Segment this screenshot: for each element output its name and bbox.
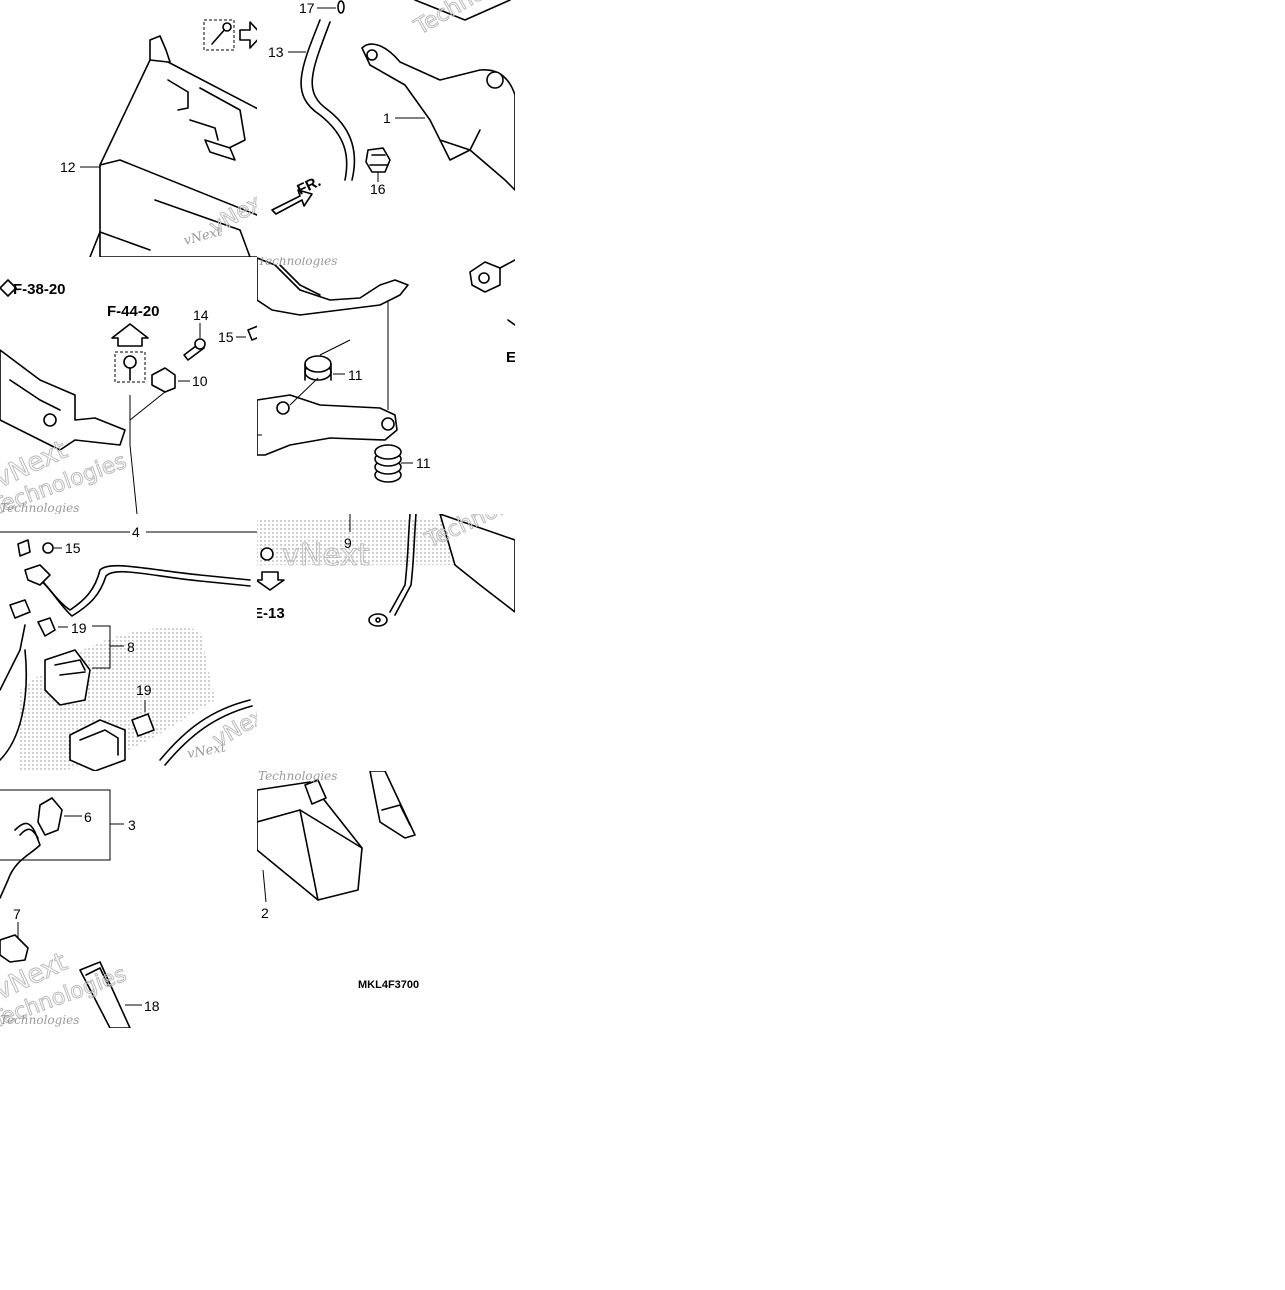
ref-e: E bbox=[506, 349, 516, 366]
bolt-icon bbox=[211, 27, 227, 45]
screw-box-outline bbox=[114, 351, 146, 383]
nut-15 bbox=[42, 542, 54, 554]
battery-terminal bbox=[304, 779, 327, 805]
cushion-part bbox=[208, 262, 250, 295]
relay-8 bbox=[44, 649, 91, 706]
callout-2: 2 bbox=[261, 905, 269, 921]
band-part bbox=[369, 771, 416, 839]
connector-part bbox=[17, 539, 31, 557]
callout-17: 17 bbox=[299, 0, 315, 16]
callout-12: 12 bbox=[60, 159, 76, 175]
ground-cable-9 bbox=[389, 514, 411, 613]
clip-7 bbox=[0, 934, 29, 963]
tile-battery-box: 12 vNext vNext bbox=[60, 19, 257, 257]
upper-stay bbox=[257, 257, 409, 316]
callout-3: 3 bbox=[128, 817, 136, 833]
front-arrow-icon bbox=[271, 189, 313, 215]
battery-box-edge bbox=[439, 514, 515, 613]
tile-harness: 4 15 19 8 19 vNext vNext bbox=[0, 524, 277, 771]
battery-cable-3 bbox=[0, 822, 41, 899]
callout-6: 6 bbox=[84, 809, 92, 825]
callout-11: 11 bbox=[348, 367, 363, 383]
tile-stay: 5 11 11 E Technologies bbox=[208, 254, 516, 483]
ref-e-13: E-13 bbox=[253, 605, 285, 622]
callout-11: 11 bbox=[416, 455, 431, 471]
watermark-text: Technologies bbox=[258, 254, 337, 268]
callout-19: 19 bbox=[71, 620, 87, 636]
callout-5: 5 bbox=[238, 427, 246, 443]
clip-17 bbox=[337, 0, 345, 14]
front-label: FR. bbox=[295, 173, 324, 199]
callout-1: 1 bbox=[383, 110, 391, 126]
grommet-11a bbox=[304, 355, 332, 381]
tile-fasteners: F-38-20 F-44-20 14 10 15 vNext Technolog… bbox=[0, 279, 257, 515]
rubber-band-18 bbox=[79, 961, 131, 1028]
ref-diamond-icon bbox=[0, 279, 17, 297]
screw-icon bbox=[123, 355, 137, 369]
watermark-text: Technologies bbox=[0, 1013, 79, 1027]
connector-19b bbox=[131, 713, 155, 737]
bracket-4-part bbox=[0, 349, 126, 451]
arrow-down-icon bbox=[257, 571, 285, 591]
tile-cable-3: 3 6 7 18 vNext Technologies Technologies bbox=[0, 789, 160, 1028]
tile-battery: 2 MKL4F3700 Technologies bbox=[257, 769, 419, 991]
ref-f-38-20: F-38-20 bbox=[13, 281, 66, 298]
callout-14: 14 bbox=[193, 307, 209, 323]
callout-15: 15 bbox=[218, 329, 234, 345]
callout-9: 9 bbox=[344, 535, 352, 551]
callout-4: 4 bbox=[132, 524, 140, 540]
grommet-11b bbox=[374, 444, 402, 483]
callout-18: 18 bbox=[144, 998, 160, 1014]
arrow-right-icon bbox=[239, 21, 257, 49]
watermark-outline: vNext bbox=[282, 538, 370, 573]
callout-13: 13 bbox=[268, 44, 284, 60]
callout-10: 10 bbox=[192, 373, 208, 389]
callout-15: 15 bbox=[65, 540, 81, 556]
ref-f-44-20: F-44-20 bbox=[107, 303, 160, 320]
callout-19: 19 bbox=[136, 682, 152, 698]
clamp-16 bbox=[365, 147, 391, 173]
terminal-cover-6 bbox=[37, 797, 63, 836]
arrow-up-icon bbox=[111, 323, 149, 347]
main-harness bbox=[29, 564, 251, 611]
stay-5 bbox=[257, 394, 398, 456]
diagram-code: MKL4F3700 bbox=[358, 979, 419, 991]
watermark-text: vNext bbox=[186, 740, 228, 762]
callout-8: 8 bbox=[127, 639, 135, 655]
nut-part bbox=[260, 547, 274, 561]
callout-7: 7 bbox=[13, 906, 21, 922]
callout-16: 16 bbox=[370, 181, 386, 197]
relay-cover bbox=[69, 719, 126, 771]
watermark-outline: vNext bbox=[209, 699, 277, 753]
battery-2 bbox=[257, 781, 363, 901]
connector-19a bbox=[37, 617, 56, 637]
watermark-text: Technologies bbox=[258, 769, 337, 783]
collar-10 bbox=[151, 367, 176, 393]
bolt-box-outline bbox=[203, 19, 235, 51]
tile-cable: vNext 9 E-13 Technologies bbox=[253, 514, 515, 627]
breather-tube bbox=[300, 19, 348, 181]
watermark-text: Technologies bbox=[0, 501, 79, 515]
tile-bracket: 17 13 1 16 FR. Technologies bbox=[268, 0, 515, 215]
nut-15 bbox=[247, 325, 257, 341]
